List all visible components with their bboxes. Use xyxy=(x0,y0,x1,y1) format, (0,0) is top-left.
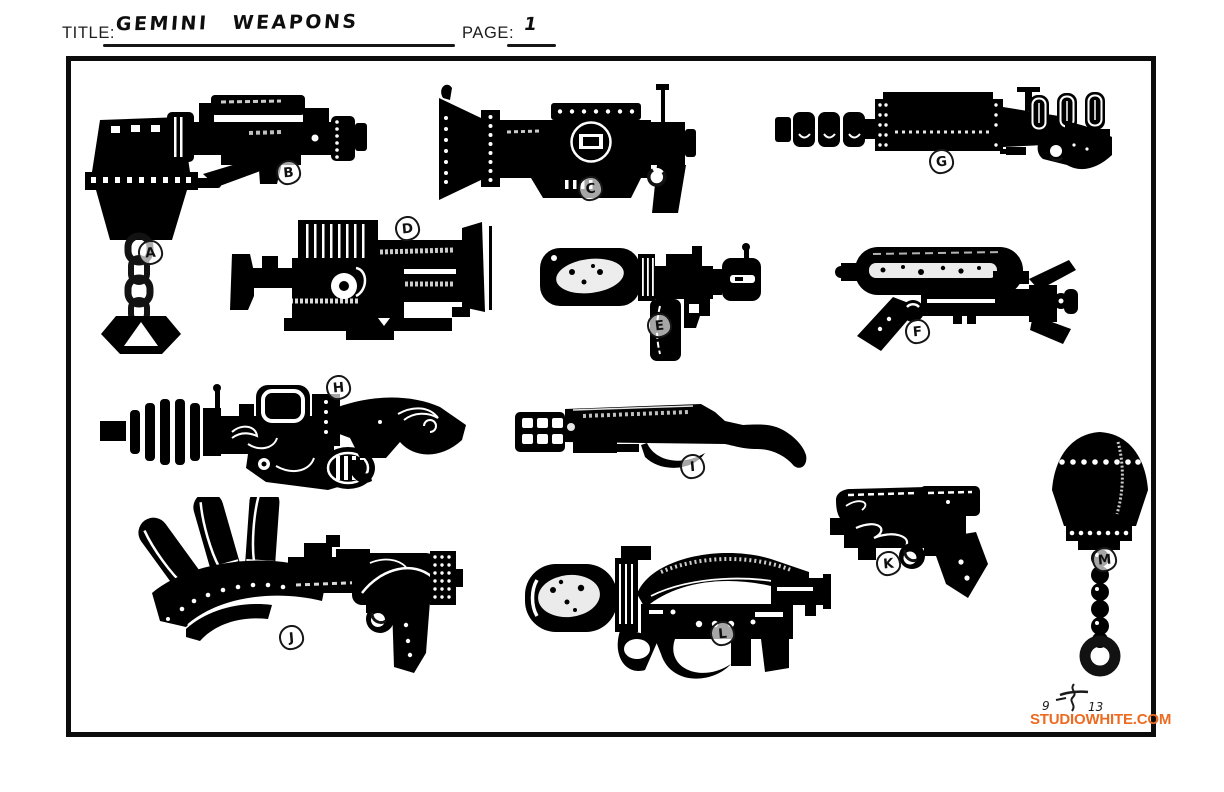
figure-c xyxy=(433,82,698,217)
weapon-e-canister-smg-art xyxy=(540,243,761,361)
weapon-j-shell-pistol-art xyxy=(138,497,463,673)
figure-f xyxy=(833,237,1078,357)
figure-i xyxy=(513,397,808,482)
figure-k xyxy=(828,482,993,607)
weapon-l-bulb-gun-art xyxy=(525,546,831,679)
figure-e xyxy=(538,242,763,367)
weapon-c-drum-cannon-art xyxy=(439,84,696,213)
figure-h xyxy=(98,380,468,505)
figure-l xyxy=(523,542,833,687)
figure-b xyxy=(163,92,368,202)
page-handwritten-value: 1 xyxy=(522,14,539,35)
signature-mark-icon: 9 13 xyxy=(1042,683,1103,714)
figure-d xyxy=(228,212,513,347)
title-handwritten-value: GEMINI WEAPONS xyxy=(115,10,360,36)
title-underline xyxy=(103,44,455,47)
figure-j xyxy=(138,497,463,682)
figure-g xyxy=(773,87,1113,192)
artist-signature: 9 13 xyxy=(1036,683,1112,714)
weapon-b-scoped-carbine-art xyxy=(167,95,367,188)
signature-right-digit: 13 xyxy=(1088,700,1103,713)
weapon-g-tube-rifle-art xyxy=(775,87,1112,170)
weapon-d-heavy-rifle-art xyxy=(230,220,492,340)
weapon-k-compact-pistol-art xyxy=(830,486,988,598)
title-label: TITLE: xyxy=(62,24,116,42)
page-underline xyxy=(507,44,556,47)
weapon-f-tank-pistol-art xyxy=(835,247,1078,351)
studio-watermark: STUDIOWHITE.COM xyxy=(1030,711,1172,728)
page-label: PAGE: xyxy=(462,24,515,42)
weapon-i-fishtail-gun-art xyxy=(515,404,807,468)
weapon-h-finned-raygun-art xyxy=(100,384,466,490)
signature-left-digit: 9 xyxy=(1042,699,1050,713)
